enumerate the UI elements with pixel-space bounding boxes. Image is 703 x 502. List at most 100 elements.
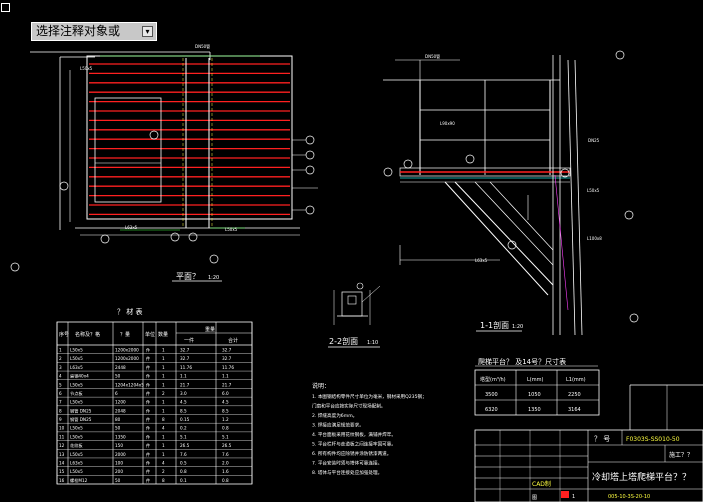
drawing-title: 冷却塔上塔爬梯平台？？ [592,471,691,483]
plan-label: L63x5 [125,225,138,230]
table-cell: L50x5 [70,469,83,474]
table-cell: 0.2 [180,426,187,431]
table-cell: 1 [162,348,165,353]
section-label: L63x5 [475,258,488,263]
table-cell: 2.0 [222,460,229,465]
table-cell: 8.5 [180,408,187,413]
table-cell: 32.7 [180,356,190,361]
table-cell: 1.6 [222,469,229,474]
table-cell: 26.5 [180,443,190,448]
plan-label: L50x5 [225,227,238,232]
table-cell: 1 [162,356,165,361]
table-cell: 2 [59,356,62,361]
table-cell: 3 [59,365,62,370]
section-label: DN50管 [425,53,440,59]
plan-view-title: 平面？ [176,272,200,281]
down-arrow-icon[interactable]: ▾ [142,26,153,37]
table-cell: 5.1 [222,434,229,439]
table-cell: 件 [146,364,150,371]
table-cell: 2000 [115,452,126,457]
table-cell: 13 [59,452,65,457]
table-cell: 1.1 [180,374,187,379]
section-label: L50x5 [587,188,600,193]
plan-label: L50x5 [80,66,93,71]
table-cell: 4.5 [180,400,187,405]
table-header: 一件 [184,337,194,344]
table-cell: 1 [162,434,165,439]
table-cell: 5 [59,382,62,387]
sheet-label: 图 [532,495,537,501]
table-cell: 5.1 [180,434,187,439]
cad-label: CAD制 [532,480,551,488]
table-cell: 8 [162,417,165,422]
size-header: L1(mm) [566,377,586,383]
table-cell: 件 [146,451,150,458]
table-cell: 26.5 [222,443,232,448]
table-cell: 0.15 [180,417,190,422]
section-2-2: 2-2剖面 1:10 [328,282,381,348]
table-cell: 12 [59,443,65,448]
note-line: 门扇和平台应按实际尺寸现场配制。 [312,403,386,410]
table-cell: 件 [146,381,150,388]
table-cell: 200 [115,469,123,474]
table-cell: 1 [59,348,62,353]
table-cell: 2448 [115,365,126,370]
table-cell: 4 [59,374,62,379]
table-cell: 7 [59,400,62,405]
table-cell: 1 [162,452,165,457]
table-cell: 1.2 [222,417,229,422]
table-cell: 2 [162,391,165,396]
note-line: 5. 平台栏杆与走道板之间连接牢固可靠。 [312,441,396,448]
window-corner-box [1,3,10,12]
table-cell: 50 [115,478,121,483]
table-cell: L50x5 [70,426,83,431]
table-header: 名称及？格 [75,331,100,338]
table-cell: 0.8 [222,478,229,483]
notes-heading: 说明： [312,382,330,390]
note-line: 1. 本图钢结构零件尺寸单位为毫米，钢材采用Q235钢； [312,393,427,400]
table-cell: 螺栓M12 [70,477,88,484]
size-cell: 3500 [485,392,498,398]
red-marker [561,491,569,498]
table-cell: 扁钢40x4 [70,373,89,380]
section-label: DN25 [588,138,600,143]
table-cell: 1350 [115,434,126,439]
table-cell: L50x5 [70,356,83,361]
table-cell: 件 [146,355,150,362]
note-line: 4. 平台面板采用花纹钢板，满铺并焊牢。 [312,431,396,438]
table-cell: 0.1 [180,478,187,483]
sheet-num: 1 [572,494,575,500]
table-cell: 4 [162,426,165,431]
table-header: 数量 [158,331,168,338]
table-cell: 花纹板 [70,442,83,449]
note-line: 6. 所有构件均应除锈并涂防锈漆两道。 [312,450,391,457]
table-cell: 10 [59,426,65,431]
material-table-title: ？ 材 表 [117,307,142,316]
table-cell: 32.7 [180,348,190,353]
table-cell: 4 [162,460,165,465]
table-cell: L63x5 [70,460,83,465]
table-cell: 1 [162,374,165,379]
table-cell: 50 [115,426,121,431]
section-1-title: 1-1剖面 [480,320,509,330]
table-cell: 80 [115,417,121,422]
table-cell: L63x5 [70,365,83,370]
plan-grating-lines [89,63,290,216]
section-2-title: 2-2剖面 [329,336,358,346]
table-header: 重量 [205,326,215,333]
table-cell: 21.7 [180,382,190,387]
table-cell: 0.8 [180,469,187,474]
table-cell: 件 [146,407,150,414]
table-cell: 0.8 [222,426,229,431]
table-cell: 钢管 DN25 [70,407,92,414]
table-cell: 14 [59,460,65,465]
table-cell: 0.5 [180,460,187,465]
table-header: 序号 [59,331,69,338]
stage-label: 施工？？ [669,451,693,459]
annotation-tooltip[interactable]: 选择注释对象或 ▾ [31,22,157,41]
table-cell: L50x5 [70,382,83,387]
table-cell: 150 [115,443,123,448]
section-2-scale: 1:10 [367,340,378,346]
